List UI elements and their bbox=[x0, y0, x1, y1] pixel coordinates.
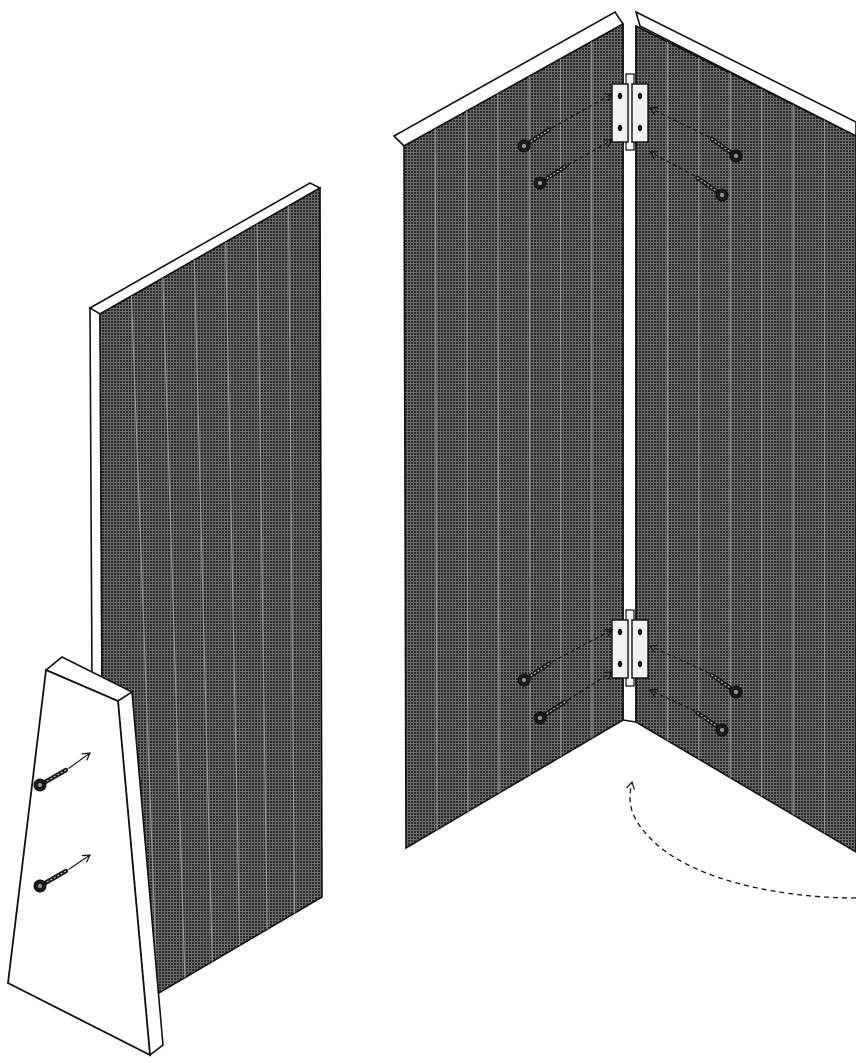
hinge-hole bbox=[638, 629, 642, 635]
hinge-hole bbox=[638, 125, 642, 131]
hinge-leaf-right bbox=[632, 620, 648, 678]
screw-head-slot bbox=[734, 154, 738, 158]
corner-assembly bbox=[394, 12, 856, 898]
screw-head-slot bbox=[734, 690, 738, 694]
screw-head-slot bbox=[522, 678, 526, 682]
screw-head-slot bbox=[522, 144, 526, 148]
screw-head-slot bbox=[38, 884, 42, 888]
seam-bottom bbox=[623, 720, 636, 722]
hinge-hole bbox=[618, 661, 622, 667]
hinge-hole bbox=[618, 629, 622, 635]
hinge-hole bbox=[638, 661, 642, 667]
screw-head-slot bbox=[538, 181, 542, 185]
hinge-hole bbox=[638, 93, 642, 99]
screw-head-slot bbox=[720, 193, 724, 197]
hinge-icon bbox=[612, 610, 648, 686]
screw-head-slot bbox=[38, 783, 42, 787]
corner-right-panel-face bbox=[636, 26, 856, 852]
hinge-leaf-left bbox=[612, 84, 628, 142]
screw-head-slot bbox=[720, 728, 724, 732]
panel-groove bbox=[560, 59, 561, 757]
hinge-leaf-right bbox=[632, 84, 648, 142]
hinge-leaf-left bbox=[612, 620, 628, 678]
hinge-hole bbox=[618, 125, 622, 131]
hinge-icon bbox=[612, 74, 648, 150]
screw-head-slot bbox=[538, 716, 542, 720]
hinge-hole bbox=[618, 93, 622, 99]
